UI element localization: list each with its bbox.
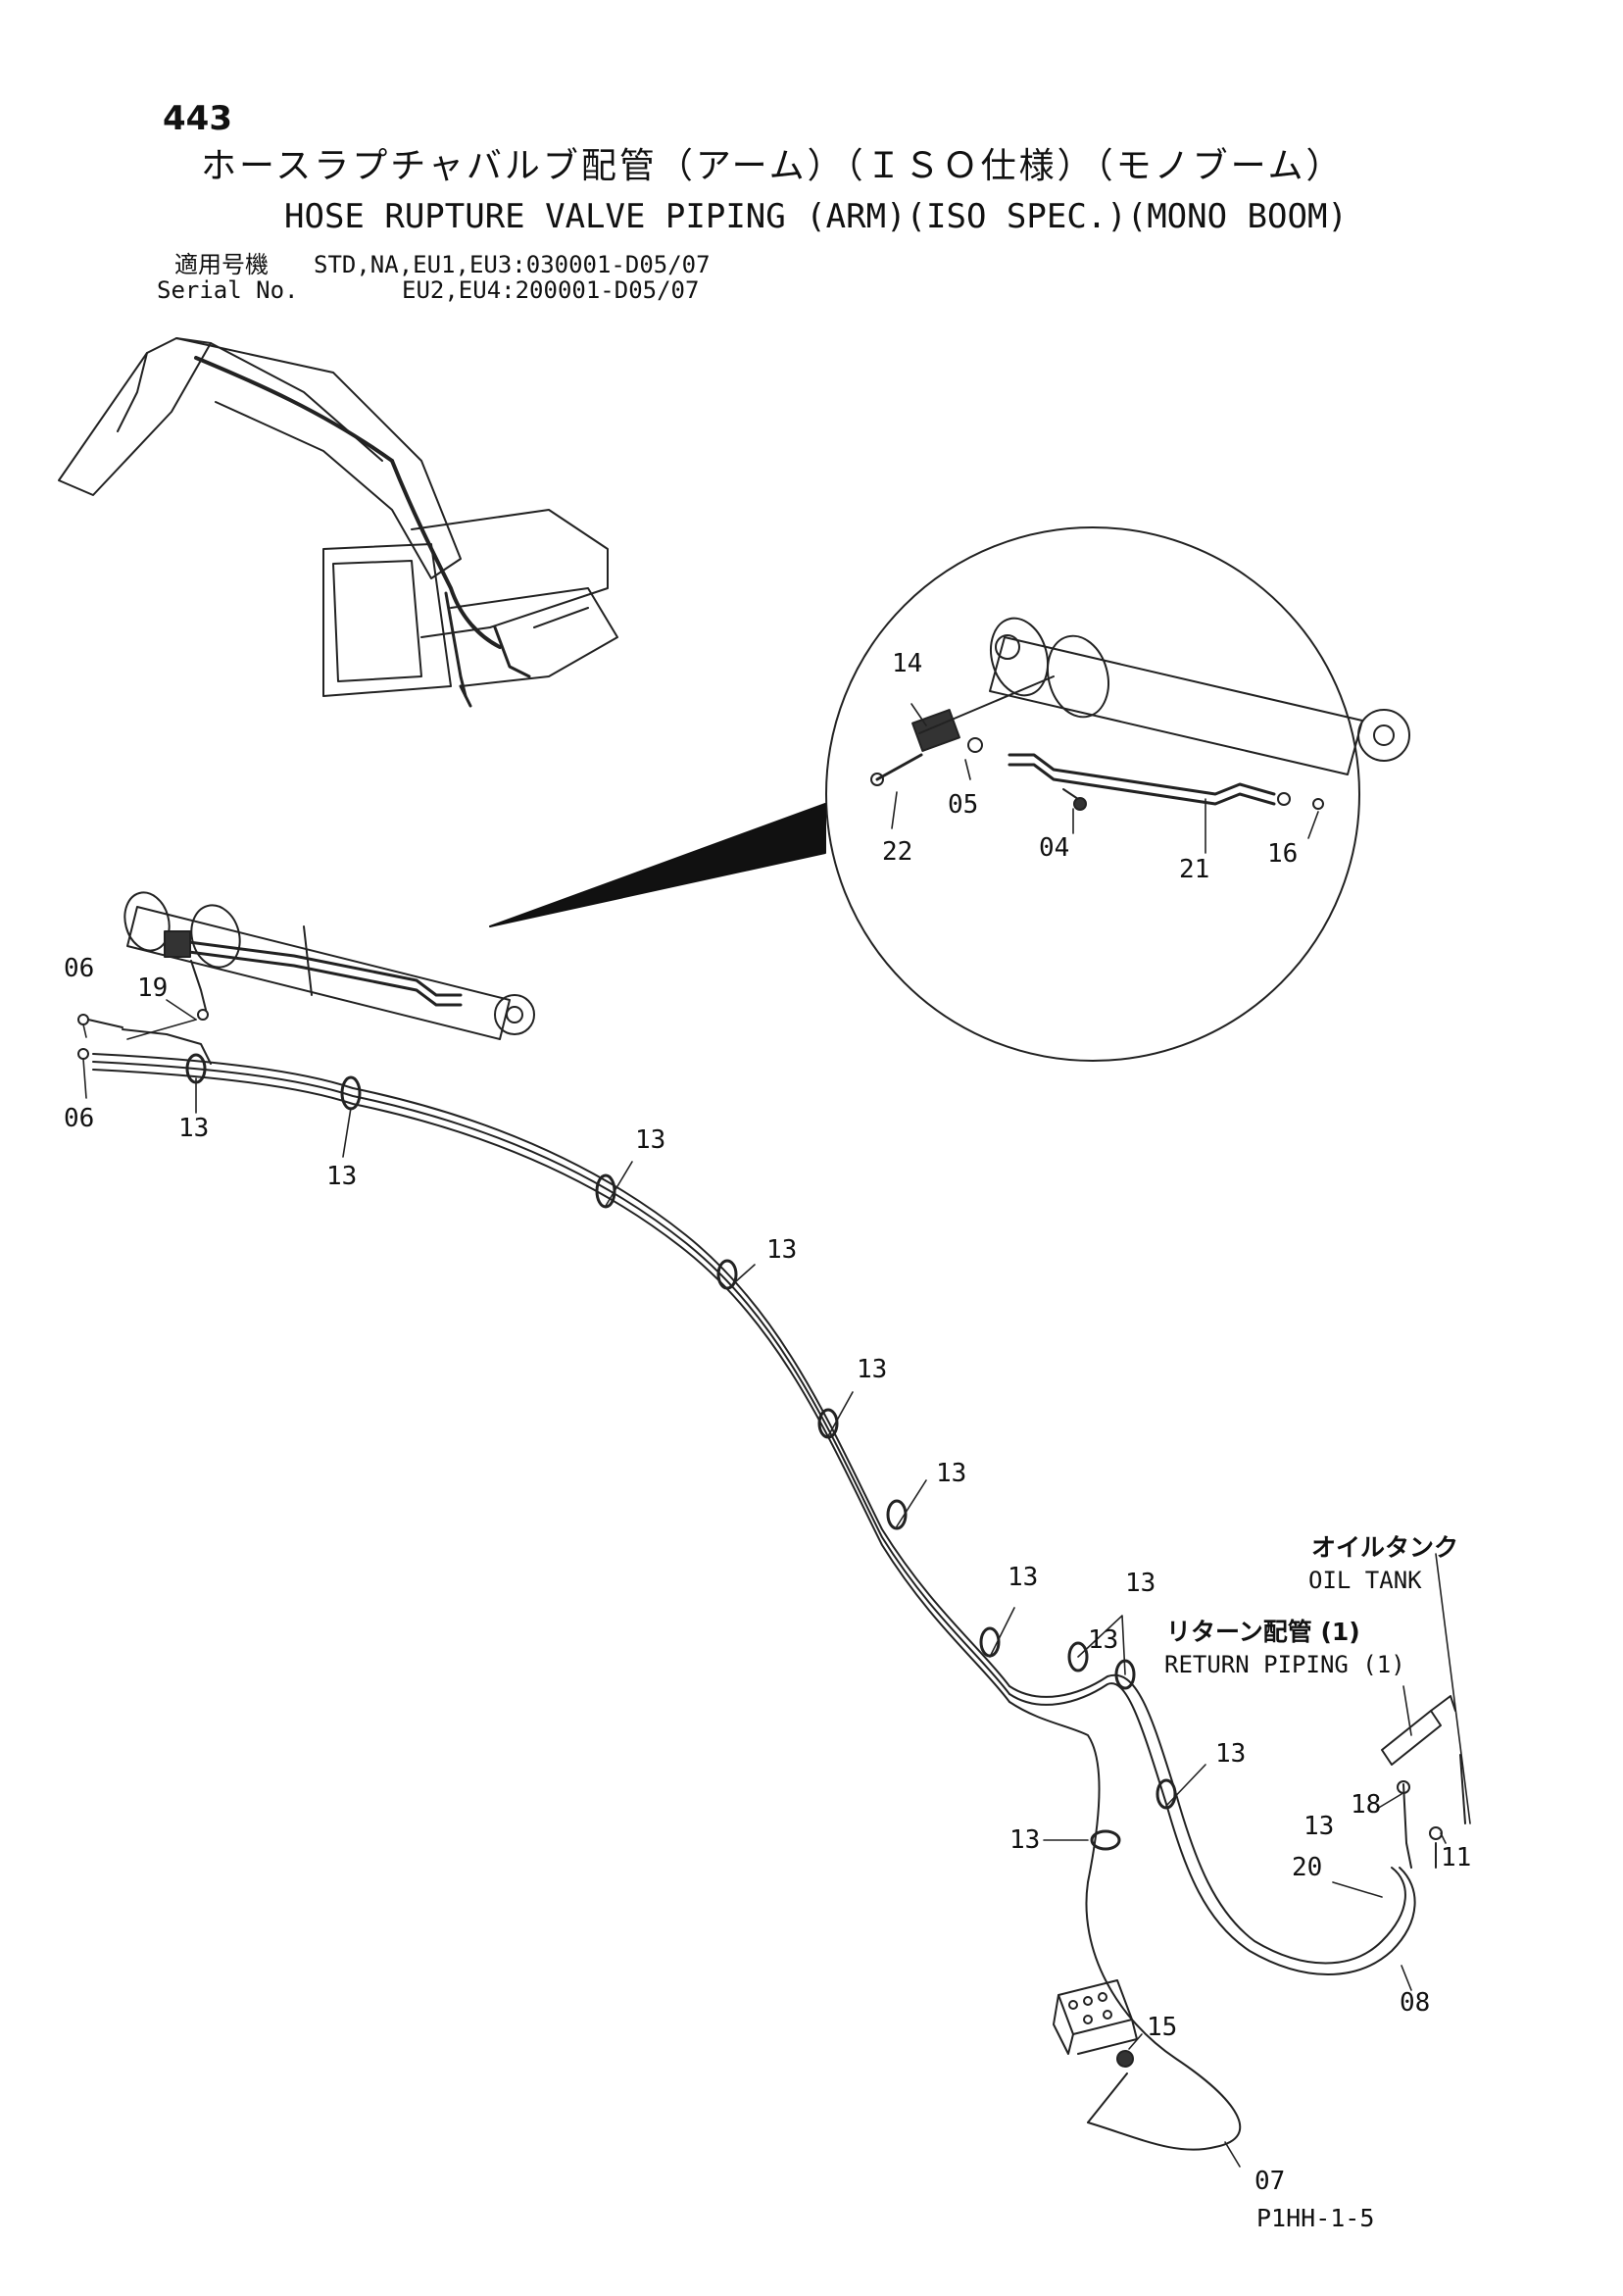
- callout-13-i: 13: [1215, 1739, 1247, 1769]
- callout-13-l: 13: [1088, 1625, 1119, 1655]
- callout-06-top: 06: [64, 954, 95, 983]
- return-piping-label-en: RETURN PIPING (1): [1164, 1651, 1405, 1678]
- callout-04: 04: [1039, 833, 1070, 863]
- serial-line-1: STD,NA,EU1,EU3:030001-D05/07: [314, 251, 711, 278]
- callout-13-k: 13: [1303, 1812, 1335, 1841]
- callout-06-bottom: 06: [64, 1104, 95, 1133]
- detail-valve-piping: [870, 675, 1324, 811]
- callout-18: 18: [1351, 1790, 1382, 1820]
- callout-14: 14: [892, 649, 923, 678]
- callout-13-d: 13: [766, 1235, 798, 1265]
- leader-lines: [82, 703, 1471, 2168]
- title-japanese: ホースラプチャバルブ配管（アーム）（ＩＳＯ仕様）（モノブーム）: [201, 146, 1345, 186]
- oil-tank-fitting: [1381, 1695, 1466, 1869]
- page-number: 443: [163, 99, 232, 138]
- callout-13-e: 13: [857, 1355, 888, 1384]
- hose-bundle: [77, 1014, 1416, 2151]
- callout-13-b: 13: [326, 1162, 358, 1191]
- callout-13-f: 13: [936, 1459, 967, 1488]
- callout-13-c: 13: [635, 1125, 666, 1155]
- excavator-overview: [58, 337, 618, 708]
- arm-cylinder: [123, 891, 535, 1040]
- callout-16: 16: [1267, 839, 1299, 869]
- callout-19: 19: [137, 973, 169, 1003]
- callout-22: 22: [882, 837, 913, 867]
- serial-label-ja: 適用号機: [174, 251, 269, 278]
- control-valve-block: [1053, 1979, 1138, 2123]
- callout-20: 20: [1292, 1853, 1323, 1882]
- serial-line-2: EU2,EU4:200001-D05/07: [402, 276, 700, 304]
- callout-13-g: 13: [1008, 1563, 1039, 1592]
- detail-cylinder: [989, 617, 1410, 775]
- callout-07: 07: [1254, 2167, 1286, 2196]
- return-piping-label-ja: リターン配管 (1): [1166, 1618, 1360, 1646]
- oil-tank-label-en: OIL TANK: [1308, 1567, 1422, 1594]
- callout-05: 05: [948, 790, 979, 820]
- detail-pointer: [489, 803, 826, 927]
- callout-13-h: 13: [1125, 1569, 1156, 1598]
- callout-13-j: 13: [1009, 1825, 1041, 1855]
- detail-circle: [825, 526, 1360, 1062]
- callout-15: 15: [1147, 2013, 1178, 2042]
- serial-label-en: Serial No.: [157, 276, 299, 304]
- callout-21: 21: [1179, 855, 1210, 884]
- oil-tank-label-ja: オイルタンク: [1311, 1533, 1459, 1562]
- callout-11: 11: [1441, 1843, 1472, 1872]
- callout-08: 08: [1400, 1988, 1431, 2018]
- title-english: HOSE RUPTURE VALVE PIPING (ARM)(ISO SPEC…: [284, 197, 1348, 236]
- figure-code: P1HH-1-5: [1256, 2204, 1375, 2232]
- callout-13-a: 13: [178, 1114, 210, 1143]
